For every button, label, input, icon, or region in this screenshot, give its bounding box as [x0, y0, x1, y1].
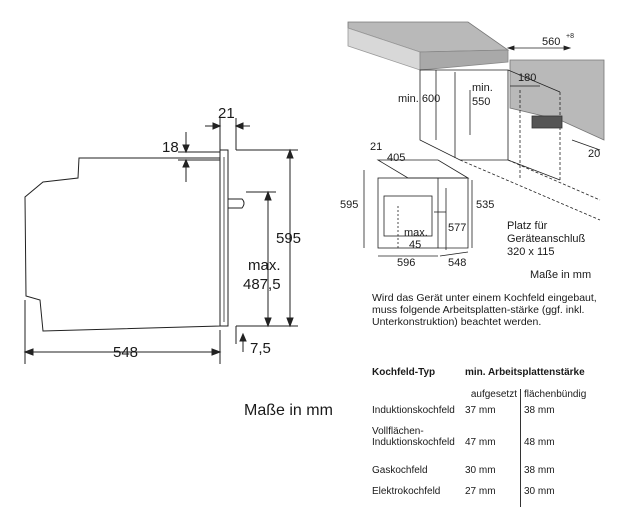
table-header: Kochfeld-Typ min. Arbeitsplattenstärke	[372, 367, 614, 389]
connection-label-3: 320 x 115	[507, 246, 555, 258]
dim-top-label: 21	[218, 105, 235, 122]
cabinet-width-sup: +8	[566, 33, 574, 40]
appliance-h2: 535	[476, 199, 494, 211]
dim-max-value: 487,5	[243, 276, 281, 293]
min-depth-value: 550	[472, 96, 490, 108]
row-type-line1: Vollflächen-	[372, 426, 424, 437]
appliance-top-a: 21	[370, 141, 382, 153]
row-type-line2: Induktionskochfeld	[372, 437, 455, 448]
row-surface: 27 mm	[465, 486, 496, 497]
min-depth-label: min.	[472, 82, 493, 94]
table-row: Induktionskochfeld 37 mm 38 mm	[372, 405, 614, 426]
table-row: Elektrokochfeld 27 mm 30 mm	[372, 486, 614, 507]
row-type: Gaskochfeld	[372, 465, 428, 476]
table-row: Vollflächen- Induktionskochfeld 47 mm 48…	[372, 426, 614, 465]
depth-back-label: 180	[518, 72, 536, 84]
dim-recess-label: 18	[162, 139, 179, 156]
row-surface: 37 mm	[465, 405, 496, 416]
handle	[228, 198, 245, 209]
connection-label-1: Platz für	[507, 220, 548, 232]
row-flush: 48 mm	[520, 426, 614, 465]
worktop-right	[509, 59, 605, 141]
min-height-label: min. 600	[398, 93, 440, 105]
appliance-max: max.	[404, 227, 428, 239]
installation-view	[347, 21, 605, 257]
row-type: Vollflächen- Induktionskochfeld	[372, 426, 465, 465]
sub-flush: flächenbündig	[520, 389, 614, 405]
side-view	[23, 118, 298, 364]
dim-depth-label: 548	[113, 344, 138, 361]
header-thickness: min. Arbeitsplattenstärke	[465, 367, 585, 378]
cabinet-width-label: 560	[542, 36, 560, 48]
sub-surface: aufgesetzt	[470, 389, 517, 400]
row-flush: 38 mm	[520, 465, 614, 486]
dim-height-label: 595	[276, 230, 301, 247]
table-subheader: aufgesetzt flächenbündig	[372, 389, 614, 405]
dim-max-label: max.	[248, 257, 281, 274]
cabinet	[419, 69, 509, 161]
row-flush: 38 mm	[520, 405, 614, 426]
row-type: Induktionskochfeld	[372, 405, 455, 416]
connection-space	[531, 115, 563, 129]
connection-label-2: Geräteanschluß	[507, 233, 586, 245]
installation-note: Wird das Gerät unter einem Kochfeld eing…	[372, 292, 597, 328]
appliance-h: 595	[340, 199, 358, 211]
right-gap-label: 20	[588, 148, 600, 160]
front-panel	[219, 149, 229, 327]
dim-bottom-label: 7,5	[250, 340, 271, 357]
row-flush: 30 mm	[520, 486, 614, 507]
appliance-w: 596	[397, 257, 415, 269]
installation-labels: 560 +8 min. 600 min. 550 180 20 21 405 5…	[340, 33, 600, 281]
appliance-box	[363, 159, 473, 257]
installation-units: Maße in mm	[530, 269, 591, 281]
appliance-inner: 577	[448, 222, 466, 234]
appliance-d: 548	[448, 257, 466, 269]
header-type: Kochfeld-Typ	[372, 367, 436, 378]
row-type: Elektrokochfeld	[372, 486, 441, 497]
appliance-top-b: 405	[387, 152, 405, 164]
row-surface: 30 mm	[465, 465, 496, 476]
worktop-thickness-table: Kochfeld-Typ min. Arbeitsplattenstärke a…	[372, 367, 614, 507]
row-surface: 47 mm	[465, 437, 496, 448]
appliance-max-val: 45	[409, 239, 421, 251]
oven-side-outline	[24, 157, 221, 332]
table-row: Gaskochfeld 30 mm 38 mm	[372, 465, 614, 486]
units-label: Maße in mm	[244, 402, 333, 419]
